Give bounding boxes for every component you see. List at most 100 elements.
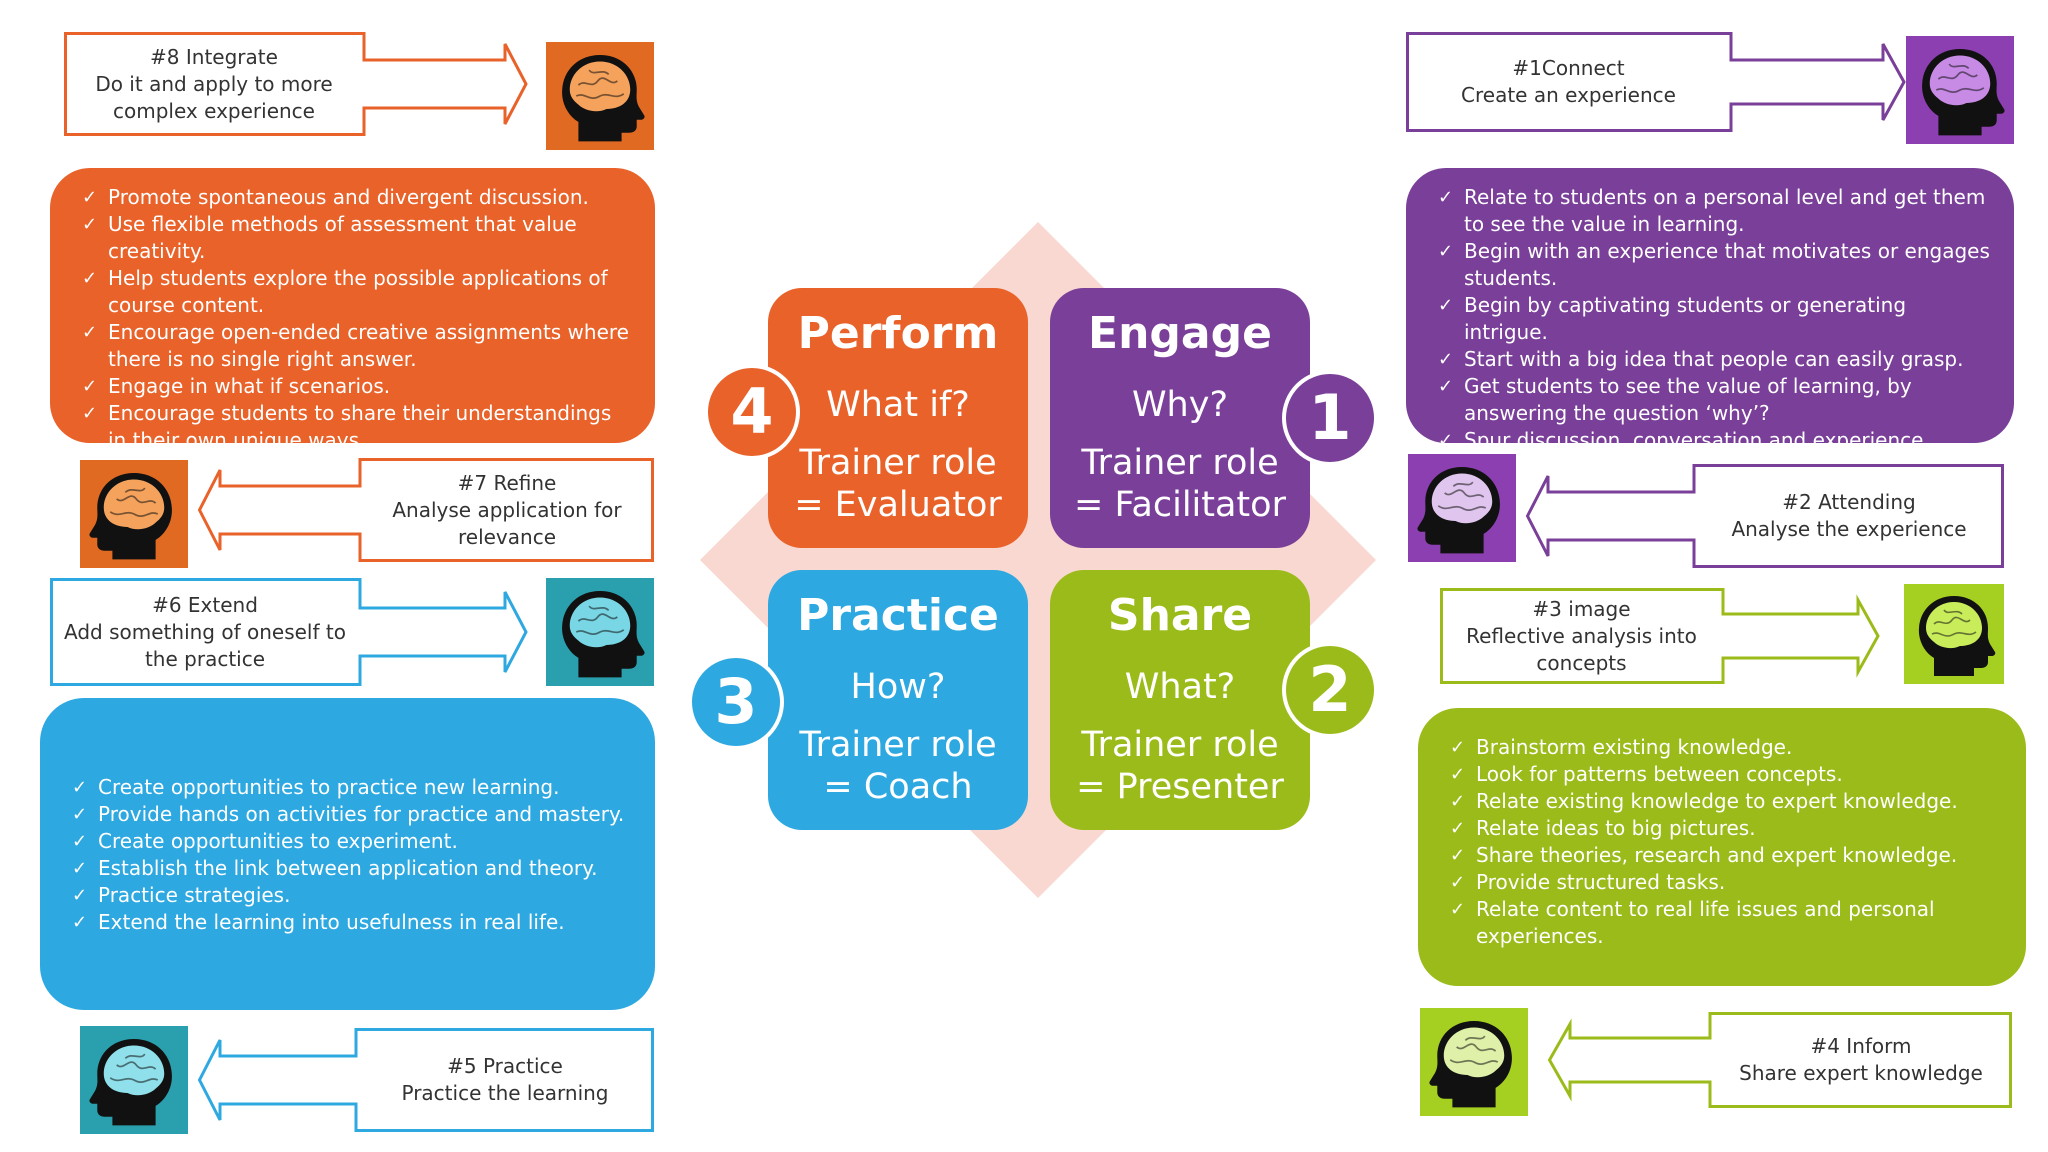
- callout-line: Add something of oneself to: [64, 619, 346, 644]
- quadrant-role-value: = Facilitator: [1074, 485, 1286, 525]
- left-arrow-shape: [1525, 464, 2004, 568]
- quadrant-role-label: Trainer role: [799, 443, 997, 483]
- quadrant-question: What if?: [826, 385, 970, 425]
- panel-share: Brainstorm existing knowledge.Look for p…: [1418, 708, 2026, 986]
- callout-line: Share expert knowledge: [1739, 1061, 1983, 1085]
- bullet-item: Brainstorm existing knowledge.: [1448, 734, 2006, 761]
- step-number-4: 4: [704, 364, 800, 460]
- bullet-item: Practice strategies.: [70, 882, 635, 909]
- quadrant-share: Share What? Trainer role = Presenter: [1050, 570, 1310, 830]
- callout-line: #1Connect: [1512, 56, 1625, 80]
- callout-line: #8 Integrate: [150, 44, 278, 69]
- step-number-1: 1: [1282, 370, 1378, 466]
- step-number-3: 3: [688, 654, 784, 750]
- quadrant-role-value: = Presenter: [1076, 767, 1284, 807]
- callout-line: #5 Practice: [447, 1054, 563, 1078]
- brain-head-icon: [1408, 454, 1516, 562]
- bullet-item: Relate content to real life issues and p…: [1448, 896, 2006, 950]
- head-silhouette-shape: [89, 472, 172, 560]
- quadrant-question: How?: [850, 667, 946, 707]
- bullet-item: Relate existing knowledge to expert know…: [1448, 788, 2006, 815]
- bullet-item: Use flexible methods of assessment that …: [80, 211, 635, 265]
- quadrant-role-label: Trainer role: [1081, 725, 1279, 765]
- bullet-item: Start with a big idea that people can ea…: [1436, 346, 1994, 373]
- brain-head-icon: [80, 1026, 188, 1134]
- bullet-item: Establish the link between application a…: [70, 855, 635, 882]
- brain-head-icon: [1420, 1008, 1528, 1116]
- quadrant-role-label: Trainer role: [799, 725, 997, 765]
- right-arrow-shape: [64, 32, 528, 136]
- bullet-list: Promote spontaneous and divergent discus…: [80, 184, 635, 454]
- head-silhouette-shape: [1429, 1020, 1512, 1108]
- bullet-item: Engage in what if scenarios.: [80, 373, 635, 400]
- quadrant-question: What?: [1124, 667, 1236, 707]
- left-arrow-shape: [197, 1028, 654, 1132]
- quadrant-engage: Engage Why? Trainer role = Facilitator: [1050, 288, 1310, 548]
- callout-line: #6 Extend: [152, 592, 258, 617]
- quadrant-role-value: = Coach: [823, 767, 973, 807]
- callout-line: relevance: [457, 524, 557, 549]
- panel-perform: Promote spontaneous and divergent discus…: [50, 168, 655, 452]
- bullet-item: Look for patterns between concepts.: [1448, 761, 2006, 788]
- quadrant-role-value: = Evaluator: [794, 485, 1002, 525]
- panel-engage: Relate to students on a personal level a…: [1406, 168, 2014, 479]
- callout-line: Do it and apply to more: [95, 71, 333, 96]
- step-number-2: 2: [1282, 642, 1378, 738]
- right-arrow-shape: [50, 578, 528, 686]
- head-silhouette-shape: [562, 590, 645, 678]
- callout-line: #3 image: [1532, 596, 1631, 621]
- quadrant-title: Practice: [797, 590, 999, 641]
- bullet-list: Brainstorm existing knowledge.Look for p…: [1448, 734, 2006, 950]
- quadrant-title: Engage: [1088, 308, 1272, 359]
- bullet-item: Provide structured tasks.: [1448, 869, 2006, 896]
- brain-head-icon: [546, 42, 654, 150]
- callout-line: Analyse the experience: [1731, 517, 1967, 541]
- callout-line: #4 Inform: [1810, 1034, 1912, 1058]
- bullet-item: Get students to see the value of learnin…: [1436, 373, 1994, 427]
- right-arrow-shape: [1440, 588, 1880, 684]
- left-arrow-shape: [1547, 1012, 2012, 1108]
- callout-line: the practice: [144, 646, 266, 671]
- bullet-item: Begin with an experience that motivates …: [1436, 238, 1994, 292]
- brain-head-icon: [1904, 584, 2004, 684]
- quadrant-perform: Perform What if? Trainer role = Evaluato…: [768, 288, 1028, 548]
- brain-head-icon: [80, 460, 188, 568]
- bullet-item: Relate to students on a personal level a…: [1436, 184, 1994, 238]
- head-silhouette-shape: [1918, 596, 1996, 676]
- bullet-item: Share theories, research and expert know…: [1448, 842, 2006, 869]
- callout-line: complex experience: [113, 98, 315, 123]
- callout-line: Create an experience: [1461, 83, 1676, 107]
- head-silhouette-shape: [1417, 466, 1500, 554]
- quadrant-title: Perform: [797, 308, 999, 359]
- brain-head-icon: [1906, 36, 2014, 144]
- quadrant-role-label: Trainer role: [1081, 443, 1279, 483]
- bullet-list: Relate to students on a personal level a…: [1436, 184, 1994, 481]
- bullet-item: Help students explore the possible appli…: [80, 265, 635, 319]
- right-arrow-shape: [1406, 32, 1906, 132]
- callout-line: Analyse application for: [392, 497, 622, 522]
- quadrant-title: Share: [1107, 590, 1253, 641]
- callout-line: Practice the learning: [401, 1081, 609, 1105]
- bullet-item: Begin by captivating students or generat…: [1436, 292, 1994, 346]
- callout-line: concepts: [1536, 650, 1627, 675]
- bullet-item: Create opportunities to experiment.: [70, 828, 635, 855]
- bullet-item: Relate ideas to big pictures.: [1448, 815, 2006, 842]
- bullet-item: Create opportunities to practice new lea…: [70, 774, 635, 801]
- left-arrow-shape: [197, 458, 654, 562]
- bullet-item: Spur discussion, conversation and experi…: [1436, 427, 1994, 481]
- bullet-list: Create opportunities to practice new lea…: [70, 774, 635, 936]
- callout-line: #7 Refine: [457, 470, 557, 495]
